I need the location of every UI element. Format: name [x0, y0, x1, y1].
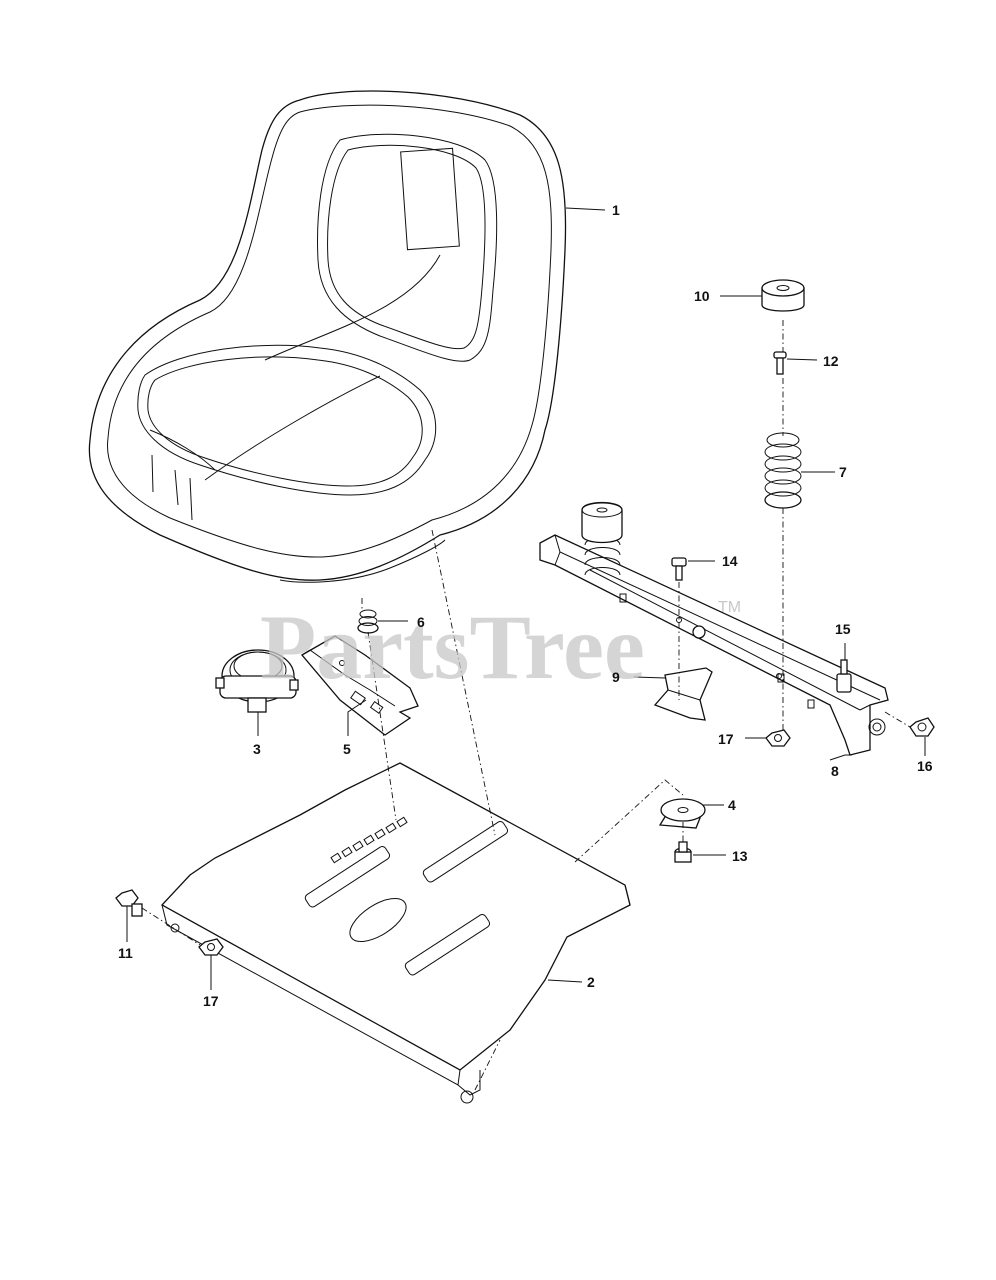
- callout-6: 6: [417, 614, 425, 630]
- bumper-part-10: [761, 279, 805, 312]
- callout-13: 13: [732, 848, 748, 864]
- callout-4: 4: [728, 797, 736, 813]
- small-spring-part-6: [357, 609, 379, 634]
- callout-17-upper: 17: [718, 731, 734, 747]
- callout-11: 11: [118, 945, 133, 961]
- partstree-watermark: PartsTree TM: [260, 596, 741, 698]
- stud-part-15: [836, 659, 852, 693]
- callout-8: 8: [831, 763, 839, 779]
- nut-part-17-upper: [765, 729, 791, 747]
- bracket-part-9: [653, 667, 713, 721]
- callout-1: 1: [612, 202, 620, 218]
- nut-part-16: [909, 717, 935, 737]
- bolt-part-12: [773, 351, 787, 375]
- callout-labels: 1 2 3 4 5 6 7 8 9 10 11 12 13 14 15 16 1…: [118, 202, 933, 1009]
- callout-2: 2: [587, 974, 595, 990]
- seat-part-1: [88, 90, 567, 583]
- bolt-part-14: [671, 557, 687, 581]
- callout-10: 10: [694, 288, 710, 304]
- callout-12: 12: [823, 353, 839, 369]
- callout-7: 7: [839, 464, 847, 480]
- callout-9: 9: [612, 669, 620, 685]
- callout-14: 14: [722, 553, 738, 569]
- callout-16: 16: [917, 758, 933, 774]
- large-spring-part-7: [764, 432, 802, 509]
- seat-switch-part-3: [215, 649, 299, 713]
- seat-rail-part-8: [539, 501, 889, 756]
- bolt-part-13: [674, 841, 692, 863]
- callout-5: 5: [343, 741, 351, 757]
- leader-lines: [126, 207, 926, 990]
- nut-part-17-lower: [198, 938, 224, 956]
- seat-base-plate-part-2: [160, 762, 631, 1104]
- tab-washer-part-4: [658, 798, 706, 829]
- callout-3: 3: [253, 741, 261, 757]
- assembly-centerlines: [141, 320, 911, 1091]
- callout-15: 15: [835, 621, 851, 637]
- watermark-text: PartsTree: [260, 596, 645, 698]
- callout-17-lower: 17: [203, 993, 219, 1009]
- bolt-part-11: [115, 889, 143, 917]
- watermark-tm: TM: [718, 599, 741, 616]
